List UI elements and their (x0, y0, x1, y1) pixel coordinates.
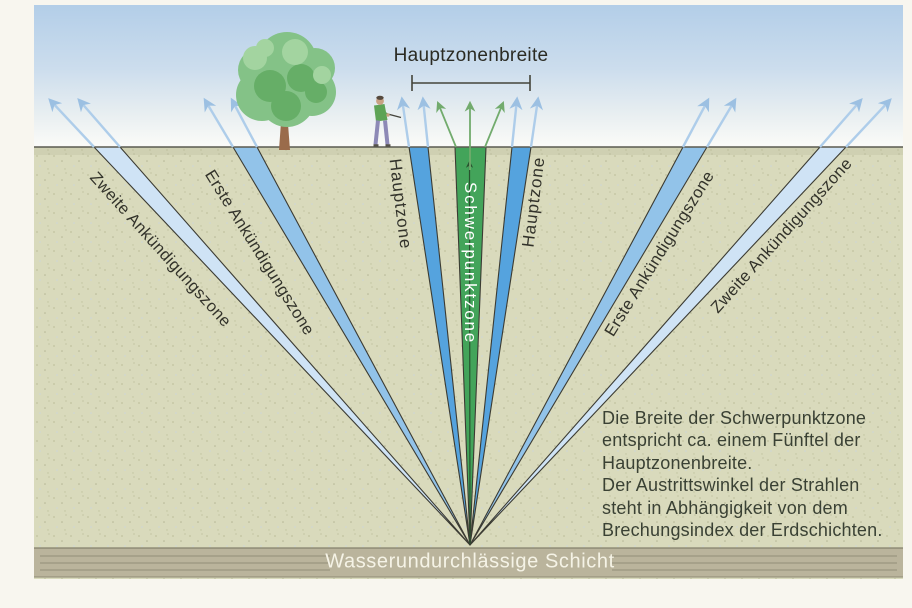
annotation-line: Brechungsindex der Erdschichten. (602, 520, 883, 541)
centre-ray (465, 160, 474, 545)
label-hauptzonenbreite: Hauptzonenbreite (393, 45, 549, 66)
annotation-line: steht in Abhängigkeit von dem (602, 497, 848, 518)
tree-illustration (236, 32, 336, 150)
measure-bracket (411, 75, 531, 91)
schwerpunkt-exit-arrows (436, 100, 505, 170)
annotation-line: Hauptzonenbreite. (602, 452, 753, 473)
ray-exit-arrows (48, 96, 892, 148)
label-wasserundurchlaessige-schicht: Wasserundurchlässige Schicht (325, 550, 615, 573)
annotation-line: Die Breite der Schwerpunktzone (602, 408, 867, 428)
annotation-line: Der Austrittswinkel der Strahlen (602, 475, 860, 496)
annotation-line: entspricht ca. einem Fünftel der (602, 430, 861, 451)
zone-label-schwerpunktzone: Schwerpunktzone (461, 181, 480, 345)
sky (34, 5, 903, 147)
impermeable-layer (34, 547, 903, 578)
annotation-text: Die Breite der Schwerpunktzone entsprich… (602, 407, 902, 541)
dowser-figure (373, 95, 402, 147)
